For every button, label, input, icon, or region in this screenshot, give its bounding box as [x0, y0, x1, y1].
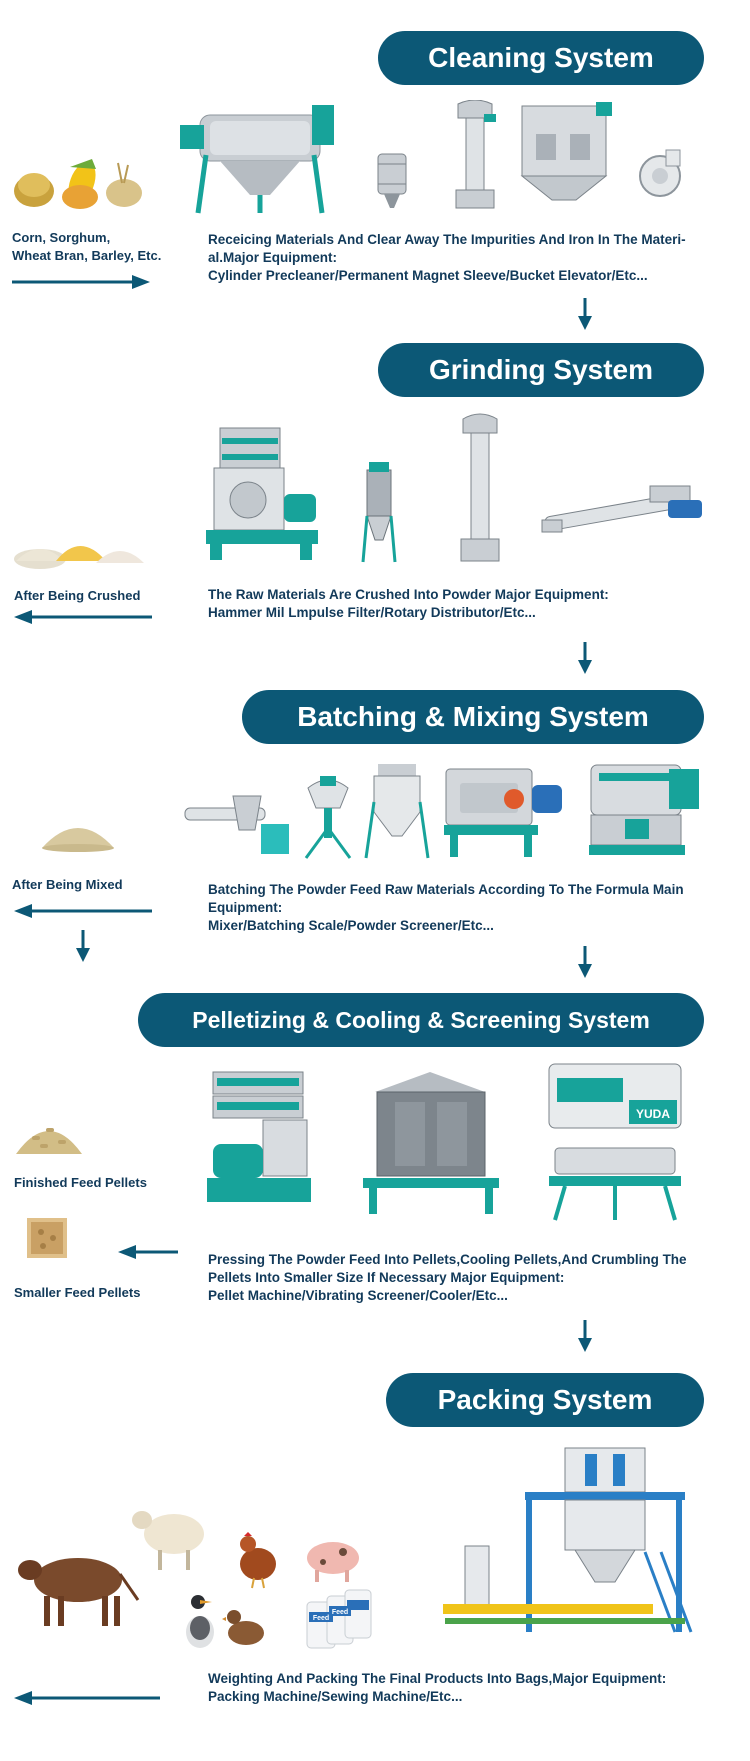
brand-label: YUDA	[636, 1107, 670, 1121]
fan-icon	[636, 146, 686, 204]
arrow-down-icon	[75, 930, 91, 964]
hammer-mill-icon	[200, 424, 320, 564]
cylinder-precleaner-icon	[180, 95, 340, 215]
arrow-down-icon	[577, 1320, 593, 1354]
batching-scale-icon	[362, 762, 432, 860]
pellets-icon	[14, 1112, 84, 1158]
mixed-powder-icon	[40, 812, 116, 852]
sheep-icon	[128, 1502, 210, 1572]
section-title-packing: Packing System	[386, 1373, 704, 1427]
cleaning-description: Receicing Materials And Clear Away The I…	[208, 231, 738, 285]
mixer-yida-icon	[585, 755, 705, 860]
bag-label: Feed	[313, 1615, 329, 1622]
goose-icon	[180, 1592, 220, 1656]
smaller-pellets-label: Smaller Feed Pellets	[14, 1284, 140, 1302]
crumbler-icon: YUDA	[545, 1058, 685, 1138]
screw-feeder-icon	[183, 790, 293, 860]
cleaning-input-label: Corn, Sorghum, Wheat Bran, Barley, Etc.	[12, 229, 161, 265]
pelletizing-description: Pressing The Powder Feed Into Pellets,Co…	[208, 1251, 738, 1305]
rotary-distributor-icon	[298, 768, 358, 860]
grain-pile-icon	[12, 155, 142, 210]
crumbled-pellets-icon	[25, 1216, 69, 1260]
bucket-elevator-icon	[455, 413, 505, 563]
arrow-right-icon	[12, 274, 152, 290]
batching-mixing-description: Batching The Powder Feed Raw Materials A…	[208, 881, 738, 935]
mixer-icon	[440, 765, 570, 860]
section-title-cleaning: Cleaning System	[378, 31, 704, 85]
arrow-down-icon	[577, 298, 593, 332]
feed-bag-icon: Feed Feed	[305, 1588, 375, 1650]
cow-icon	[16, 1540, 146, 1630]
screw-conveyor-icon	[540, 480, 710, 540]
section-title-batching-mixing: Batching & Mixing System	[242, 690, 704, 744]
magnet-sleeve-icon	[372, 150, 412, 210]
mixing-output-label: After Being Mixed	[12, 876, 123, 894]
arrow-left-icon	[12, 903, 152, 919]
packing-machine-icon	[435, 1442, 700, 1642]
arrow-down-icon	[577, 946, 593, 980]
chicken-icon	[234, 1532, 282, 1590]
vibrating-screener-icon	[545, 1144, 685, 1222]
packing-description: Weighting And Packing The Final Products…	[208, 1670, 738, 1706]
powder-pile-icon	[12, 533, 146, 569]
impulse-filter-icon	[355, 460, 405, 564]
pellet-machine-icon	[203, 1068, 318, 1216]
section-title-grinding: Grinding System	[378, 343, 704, 397]
duck-icon	[222, 1605, 268, 1651]
arrow-down-icon	[577, 642, 593, 676]
pig-icon	[303, 1532, 363, 1584]
finished-pellets-label: Finished Feed Pellets	[14, 1174, 147, 1192]
arrow-left-icon	[12, 1690, 160, 1706]
arrow-left-icon	[118, 1244, 178, 1260]
pulse-dust-collector-icon	[516, 100, 616, 208]
arrow-left-icon	[12, 609, 152, 625]
bucket-elevator-icon	[450, 100, 500, 210]
bag-label: Feed	[332, 1609, 348, 1616]
grinding-output-label: After Being Crushed	[14, 587, 140, 605]
grinding-description: The Raw Materials Are Crushed Into Powde…	[208, 586, 738, 622]
cooler-icon	[355, 1068, 505, 1216]
section-title-pelletizing: Pelletizing & Cooling & Screening System	[138, 993, 704, 1047]
